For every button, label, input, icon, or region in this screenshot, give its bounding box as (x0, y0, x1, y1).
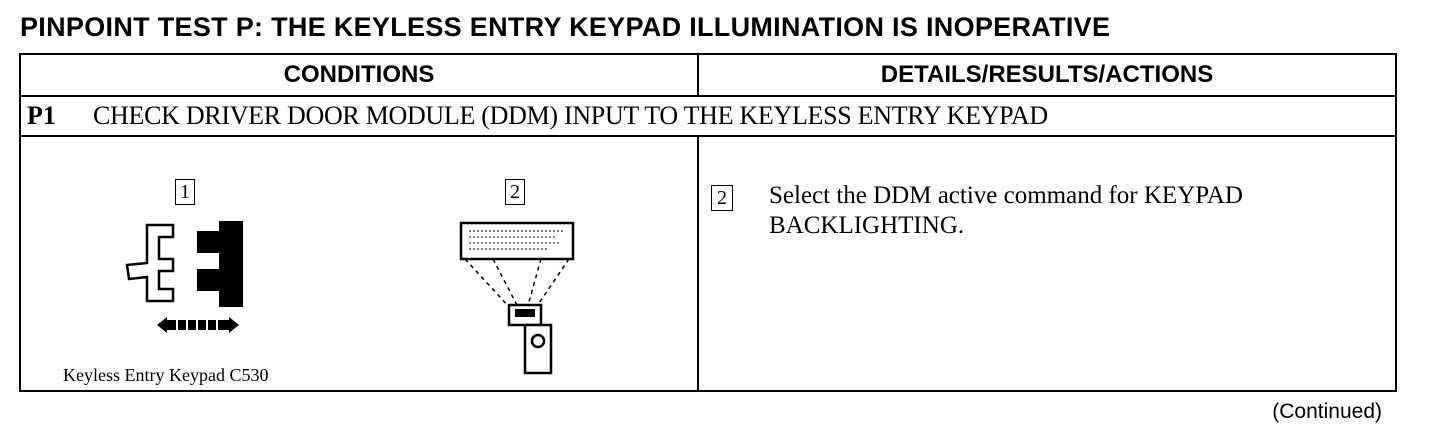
scan-tool-icon (459, 221, 575, 375)
conditions-header: CONDITIONS (283, 61, 435, 88)
step-row: P1 CHECK DRIVER DOOR MODULE (DDM) INPUT … (21, 97, 1395, 137)
column-divider (697, 55, 699, 95)
step-id: P1 (27, 101, 56, 130)
connector-icon (125, 221, 243, 333)
pinpoint-test-table: CONDITIONS DETAILS/RESULTS/ACTIONS P1 CH… (19, 53, 1397, 392)
step-title: CHECK DRIVER DOOR MODULE (DDM) INPUT TO … (93, 101, 1048, 130)
action-text: Select the DDM active command for KEYPAD… (769, 182, 1243, 239)
action-callout: 2 (711, 185, 733, 211)
table-header-row: CONDITIONS DETAILS/RESULTS/ACTIONS (21, 55, 1395, 97)
continued-note: (Continued) (1272, 400, 1382, 423)
conditions-cell: 1 2 (21, 137, 697, 390)
column-divider (697, 137, 699, 390)
details-header: DETAILS/RESULTS/ACTIONS (880, 61, 1214, 88)
callout-2: 2 (505, 179, 525, 205)
connector-caption: Keyless Entry Keypad C530 (63, 365, 269, 385)
callout-1: 1 (175, 179, 195, 205)
page-title: PINPOINT TEST P: THE KEYLESS ENTRY KEYPA… (20, 12, 1111, 42)
details-cell: 2 Select the DDM active command for KEYP… (699, 137, 1395, 390)
